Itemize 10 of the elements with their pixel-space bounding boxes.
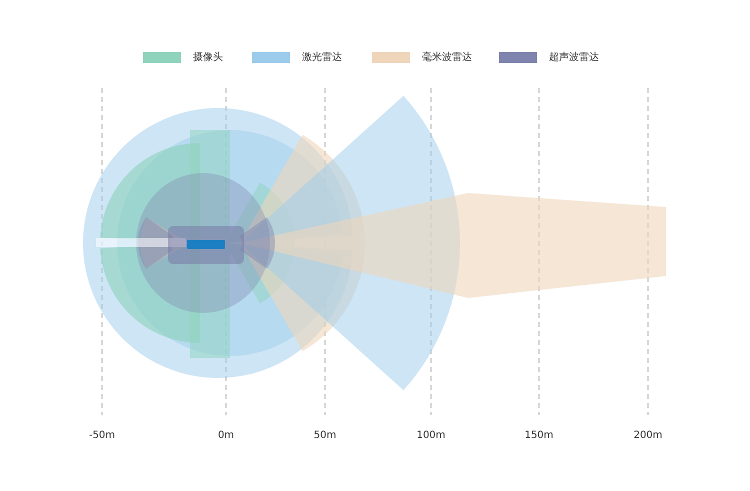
legend-label: 毫米波雷达 [422,50,472,64]
axis-tick-label: 50m [314,430,336,441]
axis-tick-label: -50m [88,430,116,441]
axis-tick-label: 0m [218,430,234,441]
axis-tick-label: 100m [416,430,446,441]
legend-label: 激光雷达 [302,50,342,64]
legend-label: 摄像头 [193,50,223,64]
axis-tick-label: 150m [524,430,554,441]
legend-label: 超声波雷达 [549,50,599,64]
axis-tick-label: 200m [634,430,662,441]
